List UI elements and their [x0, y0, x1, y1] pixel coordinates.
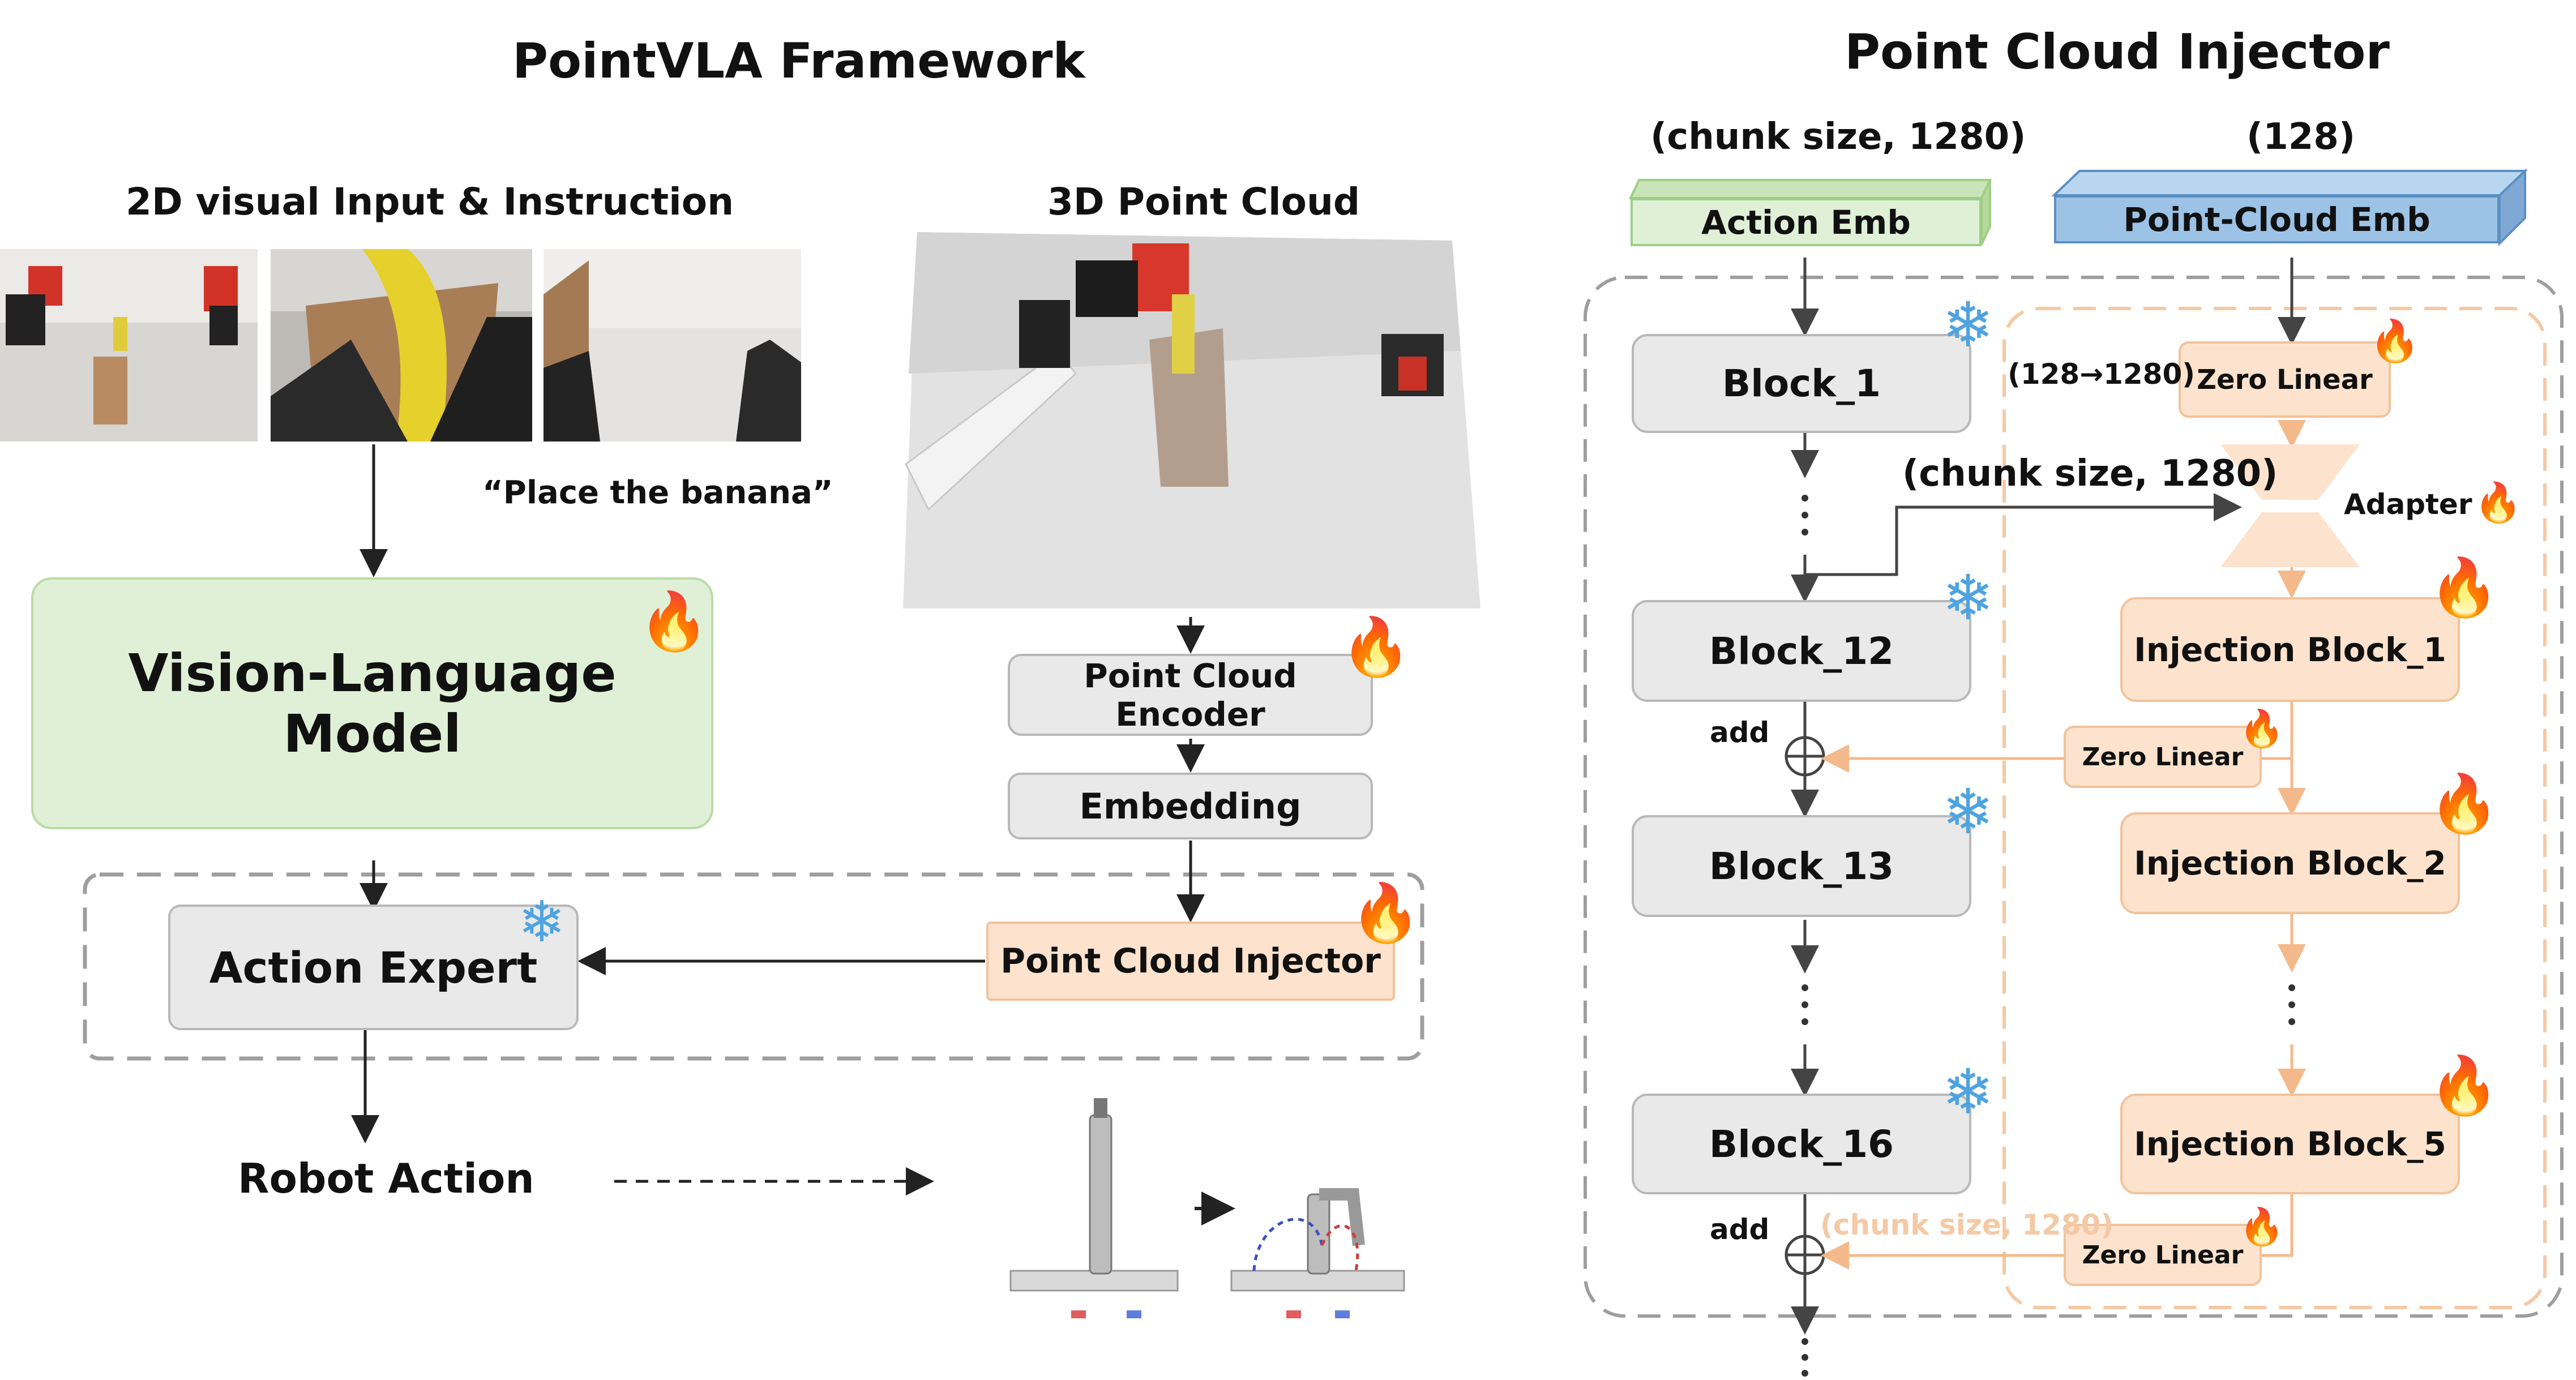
fire-icon: 🔥: [1350, 881, 1421, 945]
input-3d-title: 3D Point Cloud: [1047, 180, 1360, 224]
fire-icon: 🔥: [639, 590, 709, 653]
action-expert-box: Action Expert: [168, 905, 579, 1030]
fire-icon: 🔥: [2429, 772, 2500, 835]
block-12-label: Block_12: [1709, 629, 1894, 673]
proj-shape-label: (128→1280): [2008, 358, 2196, 391]
snowflake-icon: ❄: [1942, 777, 1995, 847]
expert-dashed-region: [83, 872, 1424, 1061]
fire-icon: 🔥: [2239, 1206, 2284, 1247]
embedding-label: Embedding: [1079, 785, 1302, 827]
ellipsis-dots: [1802, 495, 1808, 1377]
injector-dashed-region: [1584, 276, 2564, 1318]
right-panel-title: Point Cloud Injector: [1845, 24, 2390, 80]
pc-emb-prism: [2051, 168, 2528, 246]
photo-scene-1: [0, 249, 258, 442]
snowflake-icon: ❄: [1942, 290, 1995, 360]
pc-emb-box: Point-Cloud Emb: [2054, 195, 2500, 243]
robot-action-illustration: [1009, 1098, 1405, 1318]
instruction-text: “Place the banana”: [482, 474, 833, 511]
adapter-down-icon: [2220, 444, 2360, 500]
vision-language-model-box: Vision-Language Model: [31, 577, 713, 829]
chunk-shape-faded-label: (chunk size, 1280): [1820, 1208, 2114, 1241]
action-emb-shape: (chunk size, 1280): [1650, 116, 2026, 158]
block-12: Block_12: [1632, 600, 1971, 702]
fire-icon: 🔥: [2429, 556, 2500, 619]
zero-linear-mid-label: Zero Linear: [2082, 742, 2244, 772]
ellipsis-dots-injection: [2288, 984, 2295, 1025]
photo-scene-3: [544, 249, 801, 442]
action-expert-label: Action Expert: [209, 942, 538, 993]
zero-linear-top-label: Zero Linear: [2197, 363, 2373, 396]
block-13: Block_13: [1632, 815, 1971, 917]
block-13-label: Block_13: [1709, 844, 1894, 888]
chunk-shape-label: (chunk size, 1280): [1902, 453, 2278, 495]
injection-block-2-label: Injection Block_2: [2134, 844, 2446, 882]
injection-block-2: Injection Block_2: [2120, 812, 2460, 914]
photo-scene-2: [271, 249, 532, 442]
zero-linear-mid: Zero Linear: [2064, 726, 2262, 788]
left-panel-title: PointVLA Framework: [512, 33, 1085, 89]
adapter-label: Adapter: [2344, 488, 2472, 521]
block-16-label: Block_16: [1709, 1122, 1894, 1166]
adapter-up-icon: [2220, 512, 2360, 567]
fire-icon: 🔥: [2369, 319, 2420, 364]
fire-icon: 🔥: [2239, 708, 2284, 749]
add-label-1: add: [1710, 716, 1770, 749]
block-1-label: Block_1: [1722, 362, 1881, 405]
point-cloud-encoder-box: Point Cloud Encoder: [1008, 654, 1373, 736]
embedding-box: Embedding: [1008, 773, 1373, 839]
input-2d-title: 2D visual Input & Instruction: [126, 180, 734, 224]
block-1: Block_1: [1632, 334, 1971, 433]
fire-icon: 🔥: [1341, 615, 1411, 679]
zero-linear-bottom: Zero Linear: [2064, 1224, 2262, 1286]
robot-action-label: Robot Action: [238, 1155, 534, 1202]
injection-block-5: Injection Block_5: [2120, 1094, 2460, 1194]
encoder-label: Point Cloud Encoder: [1084, 656, 1297, 734]
zero-linear-top: Zero Linear: [2179, 341, 2391, 418]
point-cloud-injector-box: Point Cloud Injector: [986, 922, 1395, 1001]
injection-branch-region: [2002, 307, 2547, 1309]
block-16: Block_16: [1632, 1094, 1971, 1194]
action-emb-label: Action Emb: [1701, 203, 1911, 242]
snowflake-icon: ❄: [518, 890, 566, 954]
pc-emb-label: Point-Cloud Emb: [2123, 200, 2430, 239]
vlm-label: Vision-Language Model: [128, 642, 617, 764]
add-label-2: add: [1710, 1213, 1770, 1246]
point-cloud-render: [903, 232, 1480, 608]
snowflake-icon: ❄: [1942, 1057, 1995, 1127]
snowflake-icon: ❄: [1942, 563, 1995, 633]
pc-emb-shape: (128): [2246, 116, 2356, 158]
zero-linear-bottom-label: Zero Linear: [2082, 1240, 2244, 1270]
injection-block-1-label: Injection Block_1: [2134, 630, 2446, 669]
action-emb-box: Action Emb: [1631, 198, 1982, 246]
injection-block-5-label: Injection Block_5: [2134, 1125, 2446, 1163]
fire-icon: 🔥: [2429, 1054, 2500, 1117]
fire-icon: 🔥: [2474, 481, 2522, 524]
injector-label: Point Cloud Injector: [1000, 941, 1381, 981]
injection-block-1: Injection Block_1: [2120, 597, 2460, 702]
